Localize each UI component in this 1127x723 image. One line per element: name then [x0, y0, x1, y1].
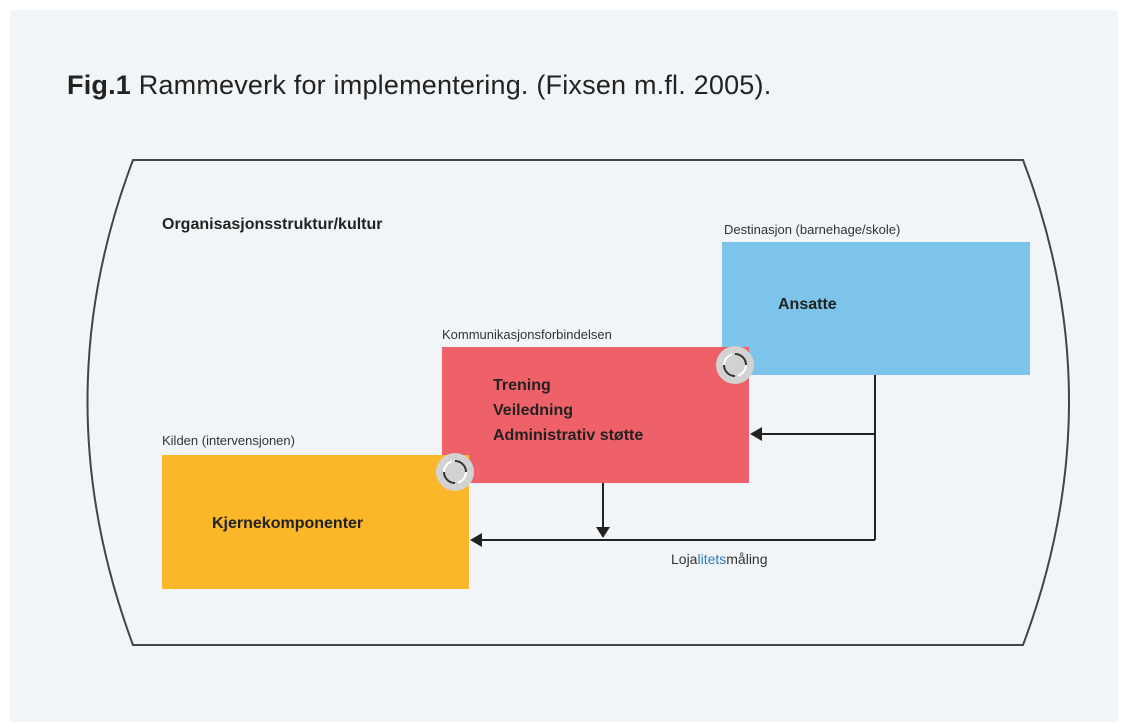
communication-caption: Kommunikasjonsforbindelsen [442, 327, 612, 342]
context-label: Organisasjonsstruktur/kultur [162, 216, 383, 233]
figure-caption: Rammeverk for implementering. (Fixsen m.… [138, 70, 772, 100]
arrow-to-communication [750, 427, 762, 441]
figure-title: Fig.1 Rammeverk for implementering. (Fix… [67, 70, 771, 101]
figure-number: Fig.1 [67, 70, 132, 100]
source-box: Kjernekomponenter [162, 455, 469, 589]
communication-lines: Trening Veiledning Administrativ støtte [493, 373, 643, 448]
feedback-label-part2: litets [697, 551, 727, 567]
source-label: Kjernekomponenter [212, 515, 364, 532]
organization-frame [86, 159, 1070, 646]
destination-caption: Destinasjon (barnehage/skole) [724, 222, 901, 237]
refresh-cycle-icon [436, 453, 474, 491]
communication-line-admin-support: Administrativ støtte [493, 427, 644, 444]
arrowheads [470, 427, 762, 547]
refresh-cycle-icon [716, 346, 754, 384]
feedback-label-part3: måling [726, 551, 768, 567]
arrow-to-source [470, 533, 482, 547]
communication-line-training: Trening [493, 377, 551, 394]
destination-box: Ansatte [722, 242, 1030, 375]
source-caption: Kilden (intervensjonen) [162, 433, 295, 448]
arrow-down [596, 527, 610, 538]
communication-line-guidance: Veiledning [493, 402, 574, 419]
feedback-label: Lojalitetsmåling [671, 551, 768, 567]
feedback-lines [482, 375, 876, 541]
destination-label: Ansatte [778, 296, 837, 313]
communication-box: Trening Veiledning Administrativ støtte [442, 347, 749, 483]
feedback-label-part1: Loja [671, 551, 698, 567]
